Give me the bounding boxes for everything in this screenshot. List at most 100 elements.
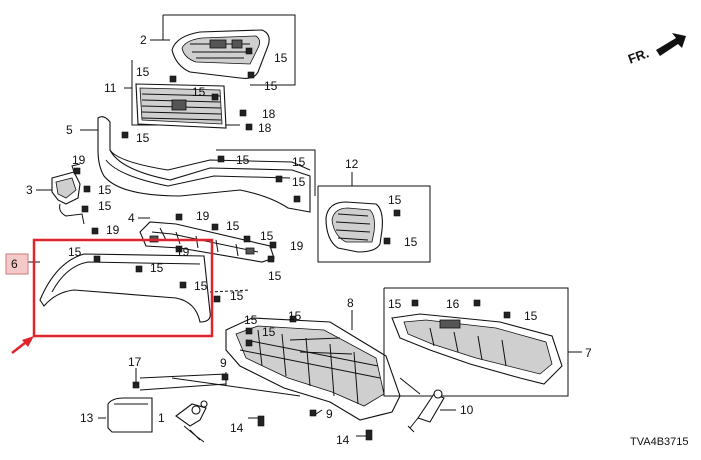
label-part-15: 15 <box>136 65 150 79</box>
label-part-15: 15 <box>274 51 288 65</box>
clip-15-p <box>93 255 101 263</box>
label-part-3: 3 <box>26 183 33 197</box>
part-10-damper <box>407 389 456 433</box>
label-part-15: 15 <box>150 261 164 275</box>
label-part-15: 15 <box>192 85 206 99</box>
clip-15-m <box>267 255 275 263</box>
clip-15-a <box>245 47 253 55</box>
label-part-15: 15 <box>68 245 82 259</box>
label-part-2: 2 <box>140 33 147 47</box>
clip-15-w <box>411 299 419 307</box>
clip-15-j <box>81 205 89 213</box>
part-8-glove-box <box>225 310 401 421</box>
part-13-pad <box>98 397 153 433</box>
label-part-19-a: 19 <box>72 153 86 167</box>
label-part-15: 15 <box>226 219 240 233</box>
label-part-15: 15 <box>404 235 418 249</box>
clip-15-f <box>217 155 225 163</box>
label-part-15: 15 <box>524 309 538 323</box>
label-part-12: 12 <box>345 157 359 171</box>
bolt-14-a <box>257 415 265 427</box>
label-part-15: 15 <box>230 289 244 303</box>
diagram-code: TVA4B3715 <box>630 436 689 448</box>
clip-15-r <box>179 281 187 289</box>
clip-9-b <box>309 409 317 417</box>
clip-16 <box>473 299 481 307</box>
part-5-upper-panel <box>80 116 316 213</box>
label-part-15: 15 <box>388 193 402 207</box>
label-part-19-c: 19 <box>196 209 210 223</box>
clip-15-b <box>247 71 255 79</box>
highlight-arrow <box>11 336 34 354</box>
part-1-lock <box>175 400 208 443</box>
label-part-9-b: 9 <box>326 407 333 421</box>
front-direction-arrow-icon: FR. <box>626 33 686 67</box>
label-part-18-a: 18 <box>262 107 276 121</box>
clip-19-a <box>73 167 81 175</box>
bolt-14-b <box>365 429 373 441</box>
clip-15-x <box>503 311 511 319</box>
clip-15-c <box>169 75 177 83</box>
label-part-14-a: 14 <box>230 421 244 435</box>
label-part-13: 13 <box>80 411 94 425</box>
label-part-7: 7 <box>585 346 592 360</box>
label-part-15: 15 <box>98 199 112 213</box>
clip-19-b <box>91 227 99 235</box>
label-part-15: 15 <box>260 229 274 243</box>
label-part-11: 11 <box>104 81 117 95</box>
clip-19-c <box>175 213 183 221</box>
label-part-18-b: 18 <box>258 121 272 135</box>
clip-15-d <box>211 93 219 101</box>
label-part-19-b: 19 <box>106 223 120 237</box>
clip-19-e <box>175 245 183 253</box>
label-part-1: 1 <box>158 411 165 425</box>
label-part-19-e: 19 <box>176 245 190 259</box>
part-7-side-panel <box>383 287 582 397</box>
clip-15-s <box>213 295 221 303</box>
highlight-box <box>32 238 214 338</box>
label-part-5: 5 <box>66 123 73 137</box>
fasteners <box>73 47 511 441</box>
part-17-bolt <box>132 368 227 391</box>
clip-15-u <box>289 315 297 323</box>
part-6-callout-box <box>5 253 29 275</box>
clip-15-h <box>293 195 301 203</box>
label-part-8: 8 <box>347 296 354 310</box>
front-direction-label: FR. <box>626 45 651 66</box>
label-part-16: 16 <box>446 297 460 311</box>
clip-15-v <box>245 339 253 347</box>
label-part-6: 6 <box>11 257 18 271</box>
clip-19-d <box>269 241 277 249</box>
label-part-15: 15 <box>292 175 306 189</box>
label-part-15: 15 <box>262 325 276 339</box>
clip-15-i <box>83 185 91 193</box>
clip-9-a <box>221 373 229 381</box>
part-2-upper-garnish <box>150 14 296 86</box>
clip-15-e <box>121 131 129 139</box>
label-part-14-b: 14 <box>336 433 350 447</box>
clip-15-t <box>245 327 253 335</box>
label-part-15: 15 <box>264 79 278 93</box>
label-part-15: 15 <box>194 279 208 293</box>
label-part-15: 15 <box>136 131 150 145</box>
clip-15-o <box>383 237 391 245</box>
clip-15-l <box>243 235 251 243</box>
label-part-10: 10 <box>460 403 474 417</box>
part-3-side-bracket <box>36 163 85 225</box>
label-part-15: 15 <box>288 309 302 323</box>
clip-15-k <box>211 223 219 231</box>
label-part-4: 4 <box>128 211 135 225</box>
part-12-side-vent <box>317 172 431 263</box>
label-part-19-d: 19 <box>290 239 304 253</box>
clip-15-g <box>275 175 283 183</box>
part-11-center-vent <box>124 60 240 129</box>
label-part-17: 17 <box>128 355 142 369</box>
part-number-labels: 2 11 5 3 4 12 6 8 7 9 9 10 13 1 17 14 14… <box>11 33 592 447</box>
clip-15-n <box>393 209 401 217</box>
clip-18-a <box>239 109 247 117</box>
label-part-15: 15 <box>98 183 112 197</box>
label-part-15: 15 <box>388 297 402 311</box>
label-part-9-a: 9 <box>220 356 227 370</box>
